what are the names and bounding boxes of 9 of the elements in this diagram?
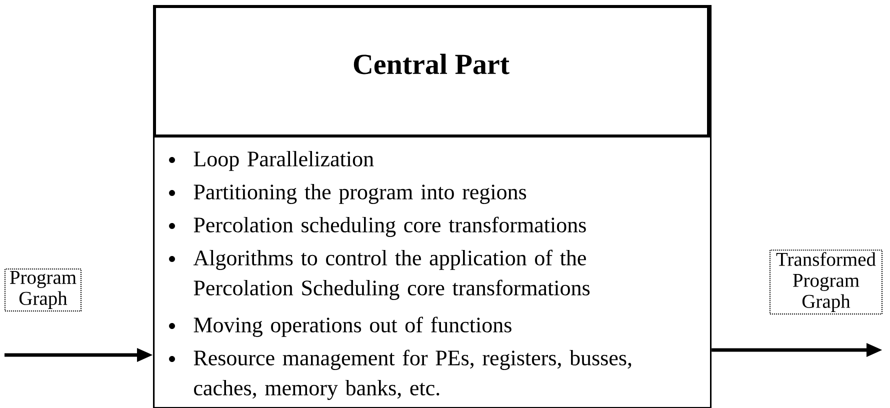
bullet-item: Percolation scheduling core transformations [169,216,586,237]
bullet-item: Resource management for PEs, registers, busses, caches, memory banks, etc. [169,350,632,400]
bullet-item: Loop Parallelization [169,150,374,171]
bullet-item: Algorithms to control the application of the Percolation Scheduling core transformations [169,250,590,300]
bullet-item: Moving operations out of functions [169,316,512,337]
bullet-item: Partitioning the program into regions [169,184,526,204]
heading: Central Part [354,54,510,74]
dotted-box: Program Graph [4,268,82,312]
dotted-box: Transformed Program Graph [770,250,882,314]
